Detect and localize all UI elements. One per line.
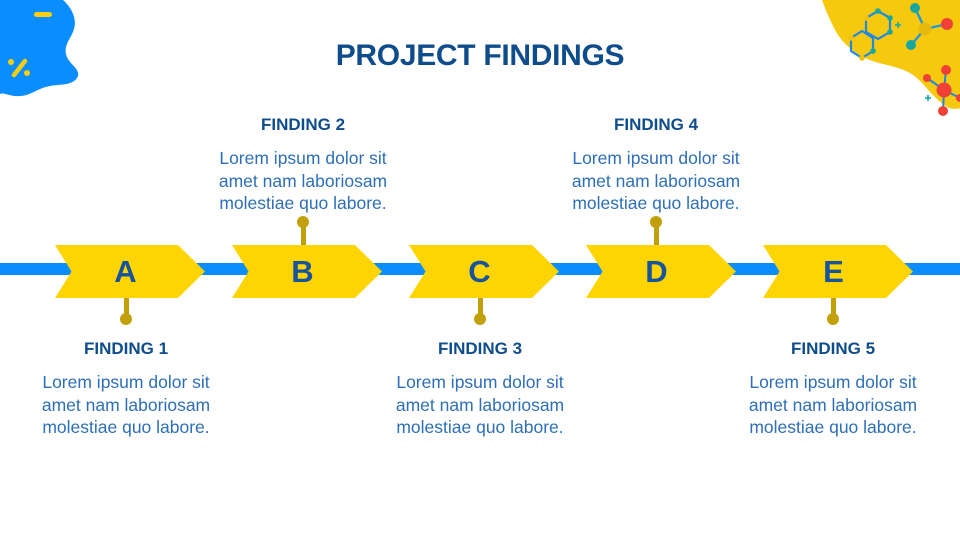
finding-5-body: Lorem ipsum dolor sit amet nam laboriosa… xyxy=(748,372,918,437)
dash-icon xyxy=(34,12,52,17)
connector-stem-finding-4 xyxy=(654,225,659,246)
finding-1-block: FINDING 1 Lorem ipsum dolor sit amet nam… xyxy=(24,339,228,439)
connector-dot-finding-5 xyxy=(827,313,839,325)
timeline-arrow-c: C xyxy=(409,245,559,298)
connector-dot-finding-2 xyxy=(297,216,309,228)
finding-4-body: Lorem ipsum dolor sit amet nam laboriosa… xyxy=(571,148,741,213)
arrow-letter: A xyxy=(114,253,137,289)
arrow-letter: B xyxy=(291,253,314,289)
finding-3-body: Lorem ipsum dolor sit amet nam laboriosa… xyxy=(395,372,565,437)
timeline-arrow-e: E xyxy=(763,245,913,298)
red-molecule-icon xyxy=(926,69,960,112)
finding-5-block: FINDING 5 Lorem ipsum dolor sit amet nam… xyxy=(731,339,935,439)
connector-stem-finding-1 xyxy=(124,296,129,317)
connector-dot-finding-1 xyxy=(120,313,132,325)
timeline-arrow-d: D xyxy=(586,245,736,298)
timeline-arrow-a: A xyxy=(55,245,205,298)
arrow-letter: E xyxy=(823,253,844,289)
connector-dot-finding-3 xyxy=(474,313,486,325)
finding-3-title: FINDING 3 xyxy=(437,339,523,358)
page-title: PROJECT FINDINGS xyxy=(335,39,625,73)
connector-stem-finding-2 xyxy=(301,225,306,246)
finding-3-block: FINDING 3 Lorem ipsum dolor sit amet nam… xyxy=(378,339,582,439)
finding-2-title: FINDING 2 xyxy=(260,115,346,134)
connector-stem-finding-5 xyxy=(831,296,836,317)
finding-2-block: FINDING 2 Lorem ipsum dolor sit amet nam… xyxy=(201,115,405,215)
finding-1-body: Lorem ipsum dolor sit amet nam laboriosa… xyxy=(41,372,211,437)
finding-1-title: FINDING 1 xyxy=(83,339,169,358)
finding-2-body: Lorem ipsum dolor sit amet nam laboriosa… xyxy=(218,148,388,213)
finding-5-title: FINDING 5 xyxy=(790,339,876,358)
finding-4-block: FINDING 4 Lorem ipsum dolor sit amet nam… xyxy=(554,115,758,215)
connector-dot-finding-4 xyxy=(650,216,662,228)
finding-4-title: FINDING 4 xyxy=(613,115,699,134)
timeline-arrow-b: B xyxy=(232,245,382,298)
arrow-letter: D xyxy=(645,253,668,289)
arrow-letter: C xyxy=(468,253,491,289)
connector-stem-finding-3 xyxy=(478,296,483,317)
